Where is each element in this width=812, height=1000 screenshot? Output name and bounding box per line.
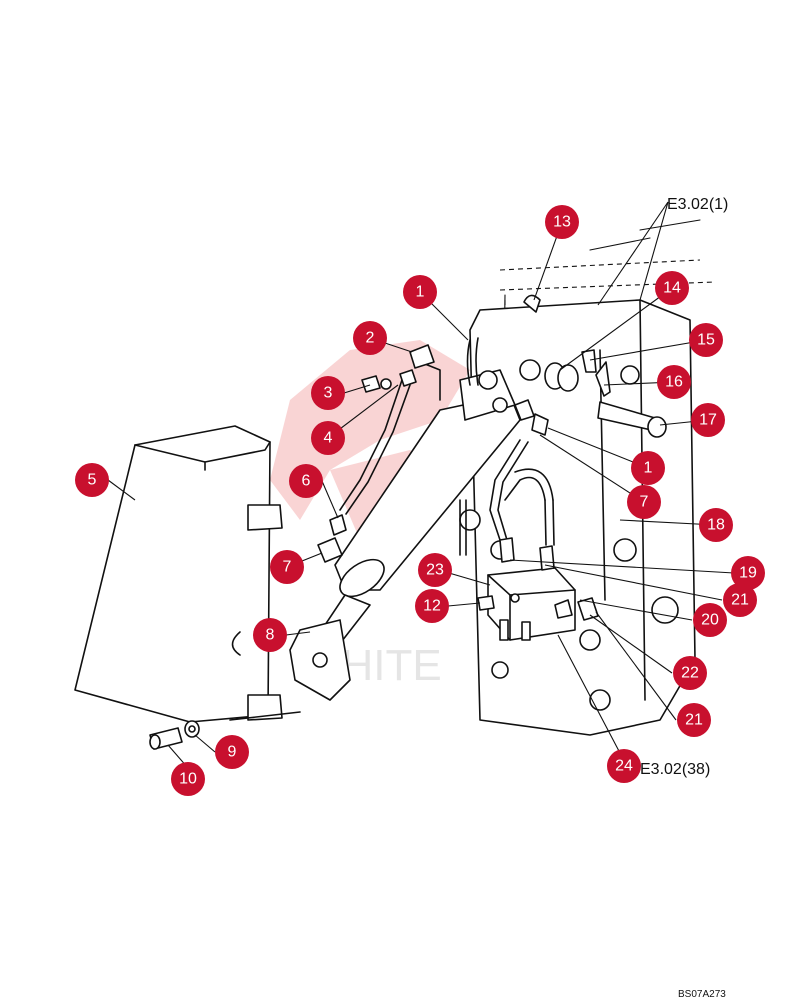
callout-14: 14: [655, 271, 689, 305]
callout-20: 20: [693, 603, 727, 637]
svg-text:15: 15: [697, 332, 715, 349]
callout-6: 6: [289, 464, 323, 498]
callout-7: 7: [270, 550, 304, 584]
callout-15: 15: [689, 323, 723, 357]
svg-text:17: 17: [699, 412, 717, 429]
svg-text:2: 2: [366, 330, 375, 347]
svg-text:4: 4: [324, 430, 333, 447]
svg-text:20: 20: [701, 612, 719, 629]
callout-18: 18: [699, 508, 733, 542]
cylinder-guard: [74, 425, 301, 723]
callout-4: 4: [311, 421, 345, 455]
callout-2: 2: [353, 321, 387, 355]
callout-24: 24: [607, 749, 641, 783]
callout-9: 9: [215, 735, 249, 769]
callout-19: 19: [731, 556, 765, 590]
callout-8: 8: [253, 618, 287, 652]
callout-7b: 7: [627, 485, 661, 519]
svg-text:19: 19: [739, 565, 757, 582]
leader-lines: [107, 201, 735, 769]
svg-text:21: 21: [731, 592, 749, 609]
callout-1: 1: [403, 275, 437, 309]
svg-text:7: 7: [283, 559, 292, 576]
reference-top: E3.02(1): [667, 196, 728, 213]
callouts: 13 1 14 2 15 16 3 17 4 1 5 6 7 18 7 19 2…: [75, 205, 765, 796]
hoses: [339, 337, 555, 556]
svg-text:9: 9: [228, 744, 237, 761]
svg-text:1: 1: [644, 460, 653, 477]
svg-text:10: 10: [179, 771, 197, 788]
hydraulic-cylinder: [289, 369, 521, 701]
svg-text:16: 16: [665, 374, 683, 391]
svg-text:23: 23: [426, 562, 444, 579]
callout-10: 10: [171, 762, 205, 796]
reference-bottom: E3.02(38): [640, 761, 710, 778]
callout-21b: 21: [677, 703, 711, 737]
callout-13: 13: [545, 205, 579, 239]
svg-text:22: 22: [681, 665, 699, 682]
svg-text:24: 24: [615, 758, 633, 775]
svg-text:12: 12: [423, 598, 441, 615]
callout-17: 17: [691, 403, 725, 437]
callout-5: 5: [75, 463, 109, 497]
callout-1b: 1: [631, 451, 665, 485]
svg-text:13: 13: [553, 214, 571, 231]
svg-text:5: 5: [88, 472, 97, 489]
mounting-plate: [459, 299, 696, 736]
callout-3: 3: [311, 376, 345, 410]
svg-text:6: 6: [302, 473, 311, 490]
svg-text:1: 1: [416, 284, 425, 301]
fittings: [317, 344, 549, 563]
callout-16: 16: [657, 365, 691, 399]
bolt-washer: [149, 720, 200, 750]
svg-text:18: 18: [707, 517, 725, 534]
callout-22: 22: [673, 656, 707, 690]
drawing-code: BS07A273: [678, 989, 726, 1000]
pin-assembly: [523, 294, 667, 438]
svg-text:3: 3: [324, 385, 333, 402]
callout-12: 12: [415, 589, 449, 623]
callout-23: 23: [418, 553, 452, 587]
callout-21: 21: [723, 583, 757, 617]
svg-text:8: 8: [266, 627, 275, 644]
svg-text:21: 21: [685, 712, 703, 729]
svg-text:14: 14: [663, 280, 681, 297]
svg-text:7: 7: [640, 494, 649, 511]
